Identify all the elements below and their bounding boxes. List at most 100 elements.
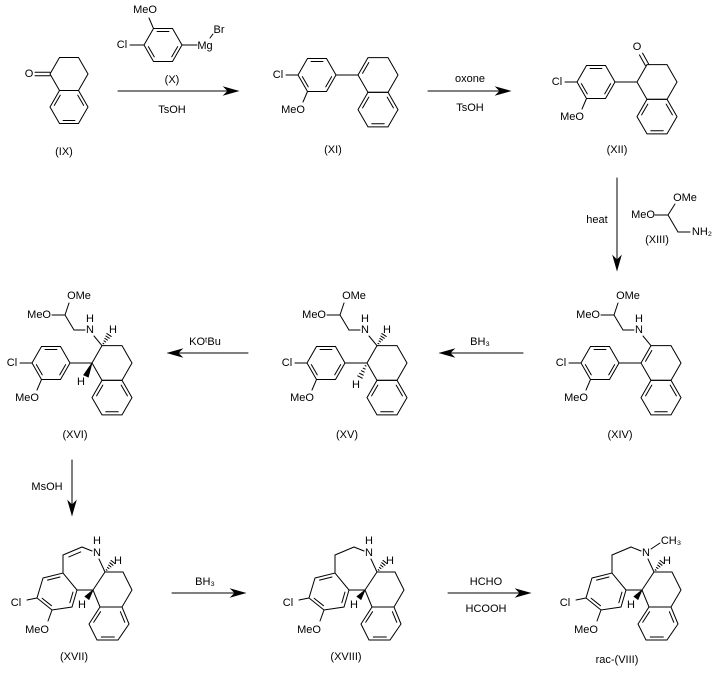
bond-line (148, 17, 154, 29)
hash-bond (378, 340, 382, 343)
double-bond-line (171, 46, 179, 58)
double-bond-line (362, 96, 370, 109)
hash-bond (659, 559, 665, 565)
benzo-ring (637, 606, 679, 641)
arrowhead-icon (514, 588, 532, 598)
nitrogen-label: N (642, 547, 650, 559)
methyl-label: CH₃ (661, 535, 681, 547)
reagent-label: MsOH (31, 481, 62, 493)
compound-label-X: (X) (165, 74, 180, 86)
bond-line (650, 542, 661, 550)
chlorine-label: Cl (556, 357, 566, 369)
bond-line (368, 335, 378, 347)
double-bond-line (669, 384, 677, 397)
double-bond-line (319, 576, 333, 581)
double-bond-line (59, 364, 67, 376)
saturated-ring (640, 345, 682, 381)
double-bond-line (645, 350, 653, 362)
methoxy-label: MeO (560, 111, 584, 123)
bond-line (353, 546, 365, 552)
methoxy-label: MeO (290, 392, 314, 404)
double-bond-line (596, 576, 610, 581)
hash-bond (378, 566, 382, 570)
nh-hydrogen-label: H (93, 535, 101, 547)
chloro-methoxy-aryl-ring (585, 572, 627, 611)
aryl-ring (143, 28, 183, 62)
hash-bond (381, 333, 387, 337)
hash-bond (382, 559, 388, 565)
nitrogen-label: N (93, 547, 101, 559)
hash-bond (362, 367, 366, 370)
bond-line (319, 609, 325, 622)
double-bond-line (391, 611, 398, 623)
compound-label-VIII: rac-(VIII) (596, 654, 639, 666)
magnesium-label: Mg (197, 40, 212, 52)
nitrogen-label: N (361, 324, 369, 336)
double-bond-line (310, 364, 318, 376)
bond-line (611, 546, 632, 556)
double-bond-line (645, 384, 653, 397)
wedge-bond (84, 589, 94, 601)
compound-label-XIV: (XIV) (607, 429, 632, 441)
wedge-bond (356, 589, 366, 601)
benzo-ring (357, 91, 399, 128)
hash-bond (380, 335, 385, 339)
double-bond-line (590, 597, 601, 607)
saturated-ring (357, 57, 399, 93)
double-bond-line (301, 76, 309, 88)
hash-bond (380, 564, 384, 568)
bond-line (47, 609, 53, 622)
hash-bond (655, 566, 659, 570)
compound-label-XVII: (XVII) (60, 651, 88, 663)
hash-bond (108, 564, 112, 568)
stereo-hydrogen-label: H (350, 599, 358, 611)
methoxy-label: OMe (67, 290, 91, 302)
bond-line (630, 546, 642, 552)
stereo-hydrogen-label: H (386, 555, 394, 567)
double-bond-line (77, 94, 85, 106)
reagent-label: HCHO (470, 576, 503, 588)
double-bond-line (604, 83, 612, 95)
bond-line (36, 379, 42, 391)
bond-line (209, 33, 214, 39)
double-bond-line (642, 52, 650, 65)
double-bond-line (386, 96, 394, 109)
hash-bond (654, 569, 657, 571)
chlorine-label: Cl (283, 597, 293, 609)
reagent-label: oxone (455, 73, 485, 85)
reagent-label: HCOOH (466, 603, 507, 615)
double-bond-line (371, 384, 379, 397)
bond-line (647, 558, 655, 573)
bond-line (64, 314, 75, 331)
stereo-hydrogen-label: H (663, 555, 671, 567)
methoxy-label: MeO (133, 4, 157, 16)
hash-bond (102, 342, 105, 345)
stereo-hydrogen-label: H (109, 324, 117, 336)
bond-line (613, 302, 619, 316)
bond-line (613, 314, 624, 331)
chlorine-label: Cl (7, 357, 17, 369)
double-bond-line (395, 384, 403, 397)
bond-line (62, 546, 83, 556)
benzo-ring (360, 606, 402, 641)
arrowhead-icon (612, 254, 622, 272)
hash-bond (377, 569, 380, 571)
double-bond-line (325, 76, 333, 88)
bond-line (642, 335, 652, 347)
compound-label-XII: (XII) (607, 144, 628, 156)
benzo-ring (640, 379, 682, 416)
nh-hydrogen-label: H (635, 313, 643, 325)
compound-label-XI: (XI) (324, 144, 342, 156)
double-bond-line (147, 46, 155, 58)
bond-line (667, 214, 679, 233)
stereo-hydrogen-label: H (114, 555, 122, 567)
wedge-bond (633, 589, 643, 601)
compound-label-XIII: (XIII) (645, 234, 669, 246)
double-bond-line (35, 364, 43, 376)
nitrogen-label: N (86, 324, 94, 336)
arrowhead-icon (222, 86, 240, 96)
nh-hydrogen-label: H (361, 313, 369, 325)
methoxy-label: MeO (25, 624, 49, 636)
compound-label-XVIII: (XVIII) (330, 651, 361, 663)
saturated-ring (364, 571, 405, 608)
